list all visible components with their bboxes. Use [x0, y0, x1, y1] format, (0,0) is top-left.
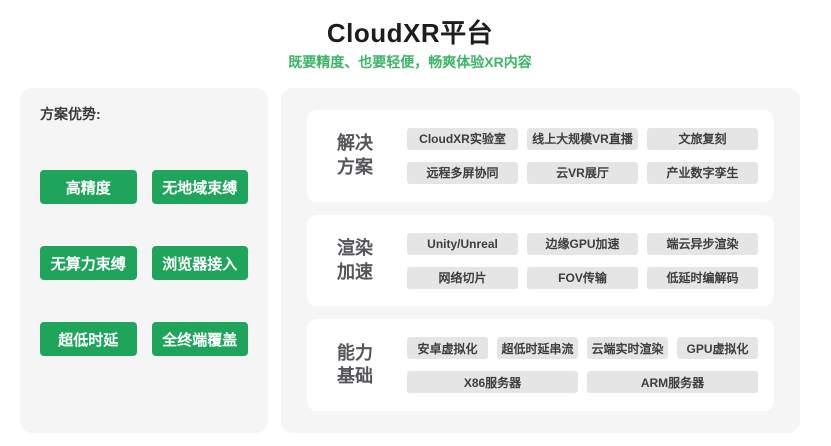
- chip-unity-unreal: Unity/Unreal: [407, 232, 518, 255]
- chip-android-virtualization: 安卓虚拟化: [407, 337, 488, 360]
- chip-gpu-virtualization: GPU虚拟化: [677, 337, 758, 360]
- advantages-grid: 高精度 无地域束缚 无算力束缚 浏览器接入 超低时延 全终端覆盖: [40, 170, 248, 356]
- chip-row: 远程多屏协同 云VR展厅 产业数字孪生: [407, 161, 758, 184]
- chip-cloud-realtime-rendering: 云端实时渲染: [587, 337, 668, 360]
- chip-cloudxr-lab: CloudXR实验室: [407, 127, 518, 150]
- chip-low-latency-streaming: 超低时延串流: [497, 337, 578, 360]
- section-card-rendering: 渲染加速 Unity/Unreal 边缘GPU加速 端云异步渲染 网络切片 FO…: [307, 214, 774, 307]
- advantage-tag-ultra-low-latency: 超低时延: [40, 322, 137, 356]
- advantage-tag-browser-access: 浏览器接入: [151, 246, 248, 280]
- section-label-text: 解决方案: [337, 133, 373, 177]
- page-subtitle: 既要精度、也要轻便，畅爽体验XR内容: [288, 54, 532, 70]
- section-label-rendering: 渲染加速: [307, 237, 407, 284]
- chip-remote-multiscreen: 远程多屏协同: [407, 161, 518, 184]
- chip-row: Unity/Unreal 边缘GPU加速 端云异步渲染: [407, 232, 758, 255]
- sections-panel: 解决方案 CloudXR实验室 线上大规模VR直播 文旅复刻 远程多屏协同 云V…: [281, 88, 800, 433]
- chip-network-slicing: 网络切片: [407, 266, 518, 289]
- section-label-solutions: 解决方案: [307, 132, 407, 179]
- rendering-chip-rows: Unity/Unreal 边缘GPU加速 端云异步渲染 网络切片 FOV传输 低…: [407, 232, 774, 289]
- chip-x86-server: X86服务器: [407, 371, 578, 394]
- chip-fov-transport: FOV传输: [527, 266, 638, 289]
- advantage-tag-high-precision: 高精度: [40, 170, 137, 204]
- chip-edge-gpu: 边缘GPU加速: [527, 232, 638, 255]
- section-card-foundation: 能力基础 安卓虚拟化 超低时延串流 云端实时渲染 GPU虚拟化 X86服务器 A…: [307, 319, 774, 412]
- chip-vr-livestream: 线上大规模VR直播: [527, 127, 638, 150]
- solutions-chip-rows: CloudXR实验室 线上大规模VR直播 文旅复刻 远程多屏协同 云VR展厅 产…: [407, 127, 774, 184]
- chip-arm-server: ARM服务器: [587, 371, 758, 394]
- chip-low-latency-codec: 低延时编解码: [647, 266, 758, 289]
- advantages-panel: 方案优势: 高精度 无地域束缚 无算力束缚 浏览器接入 超低时延 全终端覆盖: [20, 88, 268, 433]
- page-title: CloudXR平台: [326, 18, 494, 48]
- section-label-foundation: 能力基础: [307, 342, 407, 389]
- section-label-text: 渲染加速: [337, 238, 373, 282]
- foundation-chip-rows: 安卓虚拟化 超低时延串流 云端实时渲染 GPU虚拟化 X86服务器 ARM服务器: [407, 337, 774, 394]
- advantage-tag-no-geo-limit: 无地域束缚: [151, 170, 248, 204]
- chip-row: 安卓虚拟化 超低时延串流 云端实时渲染 GPU虚拟化: [407, 337, 758, 360]
- chip-cloud-vr-hall: 云VR展厅: [527, 161, 638, 184]
- advantages-label: 方案优势:: [40, 106, 101, 122]
- section-label-text: 能力基础: [337, 342, 373, 387]
- section-card-solutions: 解决方案 CloudXR实验室 线上大规模VR直播 文旅复刻 远程多屏协同 云V…: [307, 110, 774, 202]
- chip-row: CloudXR实验室 线上大规模VR直播 文旅复刻: [407, 127, 758, 150]
- chip-digital-twin: 产业数字孪生: [647, 161, 758, 184]
- advantage-tag-all-terminal: 全终端覆盖: [151, 322, 248, 356]
- chip-row: X86服务器 ARM服务器: [407, 371, 758, 394]
- chip-async-rendering: 端云异步渲染: [647, 232, 758, 255]
- chip-culture-tourism: 文旅复刻: [647, 127, 758, 150]
- advantage-tag-no-compute-limit: 无算力束缚: [40, 246, 137, 280]
- chip-row: 网络切片 FOV传输 低延时编解码: [407, 266, 758, 289]
